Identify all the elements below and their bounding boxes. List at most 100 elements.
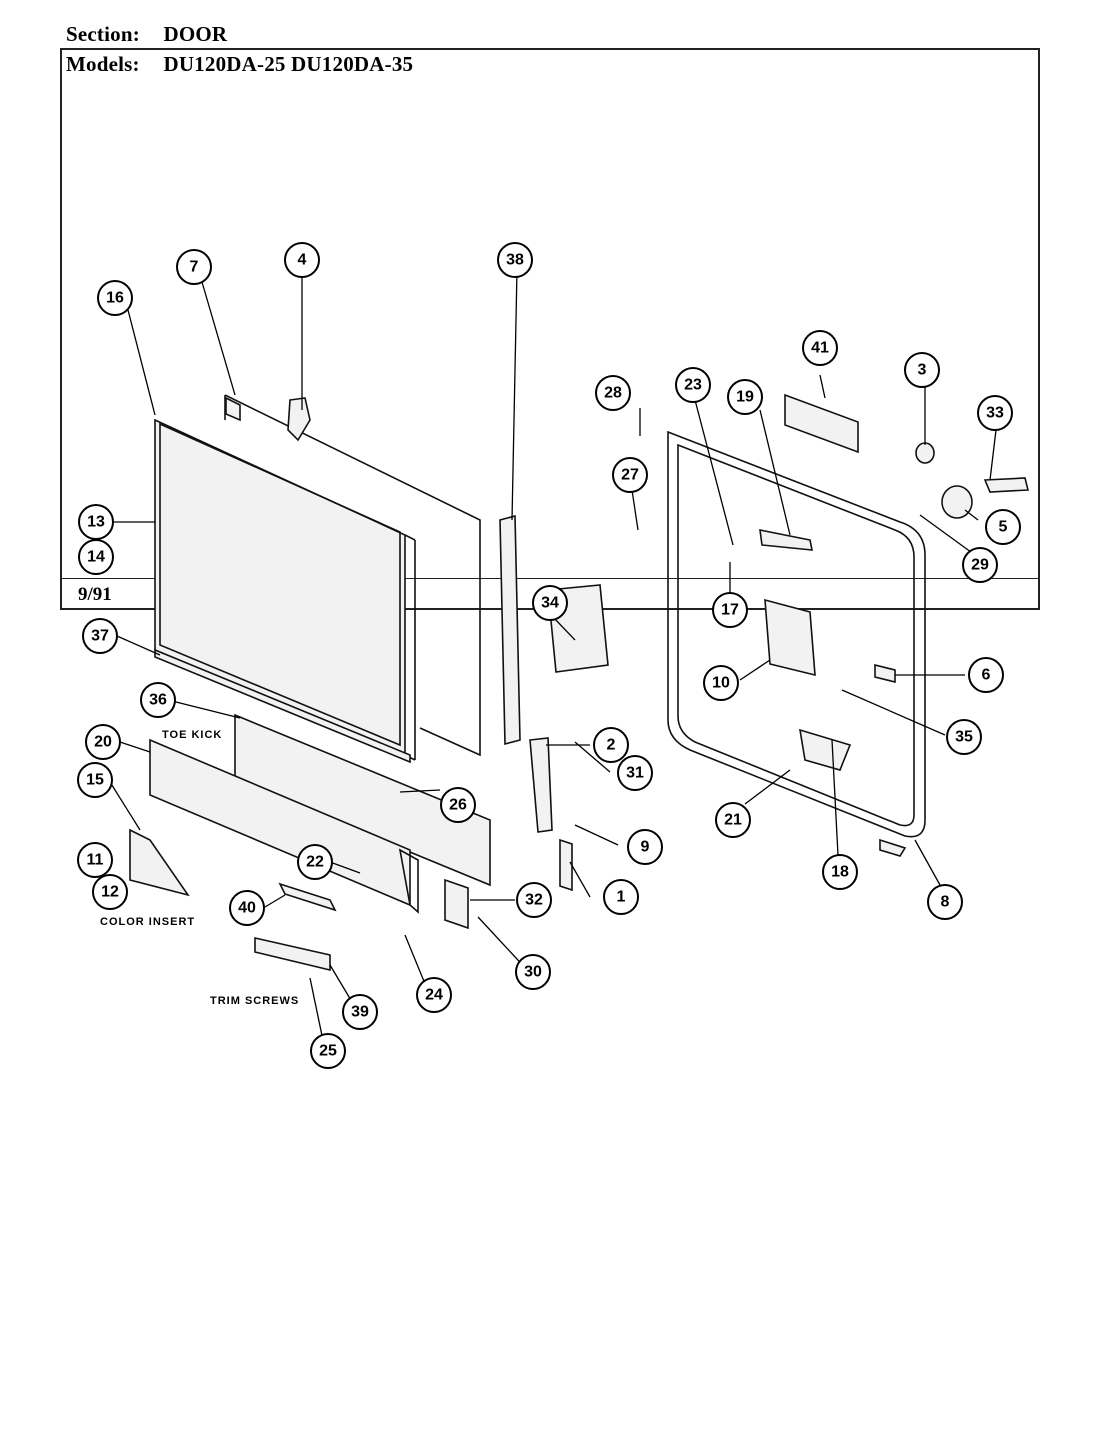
callout-31[interactable]: 31	[617, 755, 653, 791]
svg-text:6: 6	[982, 667, 991, 684]
svg-text:27: 27	[621, 467, 639, 484]
callout-34[interactable]: 34	[532, 585, 568, 621]
svg-text:39: 39	[351, 1004, 369, 1021]
svg-text:10: 10	[712, 675, 730, 692]
models-label: Models:	[66, 52, 140, 76]
callout-38[interactable]: 38	[497, 242, 533, 278]
svg-text:4: 4	[298, 252, 307, 269]
svg-text:17: 17	[721, 602, 739, 619]
callout-22[interactable]: 22	[297, 844, 333, 880]
color-insert-label: COLOR INSERT	[100, 916, 195, 928]
svg-text:29: 29	[971, 557, 989, 574]
callout-1[interactable]: 1	[603, 879, 639, 915]
svg-text:37: 37	[91, 628, 109, 645]
hinge-bracket-part	[287, 397, 311, 442]
section-header: Section: DOOR	[66, 22, 227, 47]
callout-33[interactable]: 33	[977, 395, 1013, 431]
svg-text:7: 7	[190, 259, 199, 276]
callout-35[interactable]: 35	[946, 719, 982, 755]
svg-text:21: 21	[724, 812, 742, 829]
callout-41[interactable]: 41	[802, 330, 838, 366]
models-header: Models: DU120DA-25 DU120DA-35	[66, 52, 413, 77]
callout-14[interactable]: 14	[78, 539, 114, 575]
svg-text:24: 24	[425, 987, 443, 1004]
svg-text:5: 5	[999, 519, 1008, 536]
callout-25[interactable]: 25	[310, 1033, 346, 1069]
door-panel-part	[154, 418, 416, 761]
svg-text:1: 1	[617, 889, 626, 906]
svg-text:20: 20	[94, 734, 112, 751]
svg-text:33: 33	[986, 405, 1004, 422]
callout-5[interactable]: 5	[985, 509, 1021, 545]
callout-40[interactable]: 40	[229, 890, 265, 926]
svg-text:40: 40	[238, 900, 256, 917]
svg-text:3: 3	[918, 362, 927, 379]
lower-trim-parts	[254, 878, 469, 972]
svg-text:32: 32	[525, 892, 543, 909]
callout-11[interactable]: 11	[77, 842, 113, 878]
svg-text:25: 25	[319, 1043, 337, 1060]
svg-text:35: 35	[955, 729, 973, 746]
access-panel-part	[149, 738, 419, 914]
svg-text:36: 36	[149, 692, 167, 709]
callout-3[interactable]: 3	[904, 352, 940, 388]
svg-text:15: 15	[86, 772, 104, 789]
callout-2[interactable]: 2	[593, 727, 629, 763]
callout-23[interactable]: 23	[675, 367, 711, 403]
svg-text:41: 41	[811, 340, 829, 357]
color-insert-part	[129, 828, 190, 897]
vent-part	[784, 393, 859, 454]
svg-text:30: 30	[524, 964, 542, 981]
callout-20[interactable]: 20	[85, 724, 121, 760]
callout-19[interactable]: 19	[727, 379, 763, 415]
toe-kick-part	[234, 713, 491, 887]
callout-18[interactable]: 18	[822, 854, 858, 890]
svg-text:8: 8	[941, 894, 950, 911]
callout-15[interactable]: 15	[77, 762, 113, 798]
footer-divider	[60, 578, 1040, 579]
callout-6[interactable]: 6	[968, 657, 1004, 693]
callout-4[interactable]: 4	[284, 242, 320, 278]
svg-text:13: 13	[87, 514, 105, 531]
callout-29[interactable]: 29	[962, 547, 998, 583]
callout-39[interactable]: 39	[342, 994, 378, 1030]
callout-16[interactable]: 16	[97, 280, 133, 316]
callout-28[interactable]: 28	[595, 375, 631, 411]
callout-32[interactable]: 32	[516, 882, 552, 918]
callout-17[interactable]: 17	[712, 592, 748, 628]
toe-kick-label: TOE KICK	[162, 729, 222, 741]
callout-12[interactable]: 12	[92, 874, 128, 910]
callout-13[interactable]: 13	[78, 504, 114, 540]
side-trim-part	[499, 514, 521, 746]
trim-screws-label: TRIM SCREWS	[210, 995, 299, 1007]
bottom-trim-part	[154, 648, 411, 764]
svg-text:31: 31	[626, 765, 644, 782]
door-frame-part	[224, 394, 481, 757]
knob-parts	[915, 442, 1030, 519]
svg-text:14: 14	[87, 549, 105, 566]
svg-text:34: 34	[541, 595, 559, 612]
svg-text:12: 12	[101, 884, 119, 901]
callout-21[interactable]: 21	[715, 802, 751, 838]
callout-26[interactable]: 26	[440, 787, 476, 823]
callout-10[interactable]: 10	[703, 665, 739, 701]
svg-text:26: 26	[449, 797, 467, 814]
svg-text:38: 38	[506, 252, 524, 269]
inner-door-components	[759, 528, 907, 857]
svg-text:9: 9	[641, 839, 650, 856]
svg-text:22: 22	[306, 854, 324, 871]
callout-36[interactable]: 36	[140, 682, 176, 718]
svg-text:11: 11	[87, 852, 104, 869]
callout-9[interactable]: 9	[627, 829, 663, 865]
models-value: DU120DA-25 DU120DA-35	[163, 52, 414, 76]
callout-7[interactable]: 7	[176, 249, 212, 285]
callout-8[interactable]: 8	[927, 884, 963, 920]
svg-text:16: 16	[106, 290, 124, 307]
svg-text:23: 23	[684, 377, 702, 394]
callout-30[interactable]: 30	[515, 954, 551, 990]
callout-37[interactable]: 37	[82, 618, 118, 654]
callout-27[interactable]: 27	[612, 457, 648, 493]
callout-24[interactable]: 24	[416, 977, 452, 1013]
svg-text:2: 2	[607, 737, 616, 754]
